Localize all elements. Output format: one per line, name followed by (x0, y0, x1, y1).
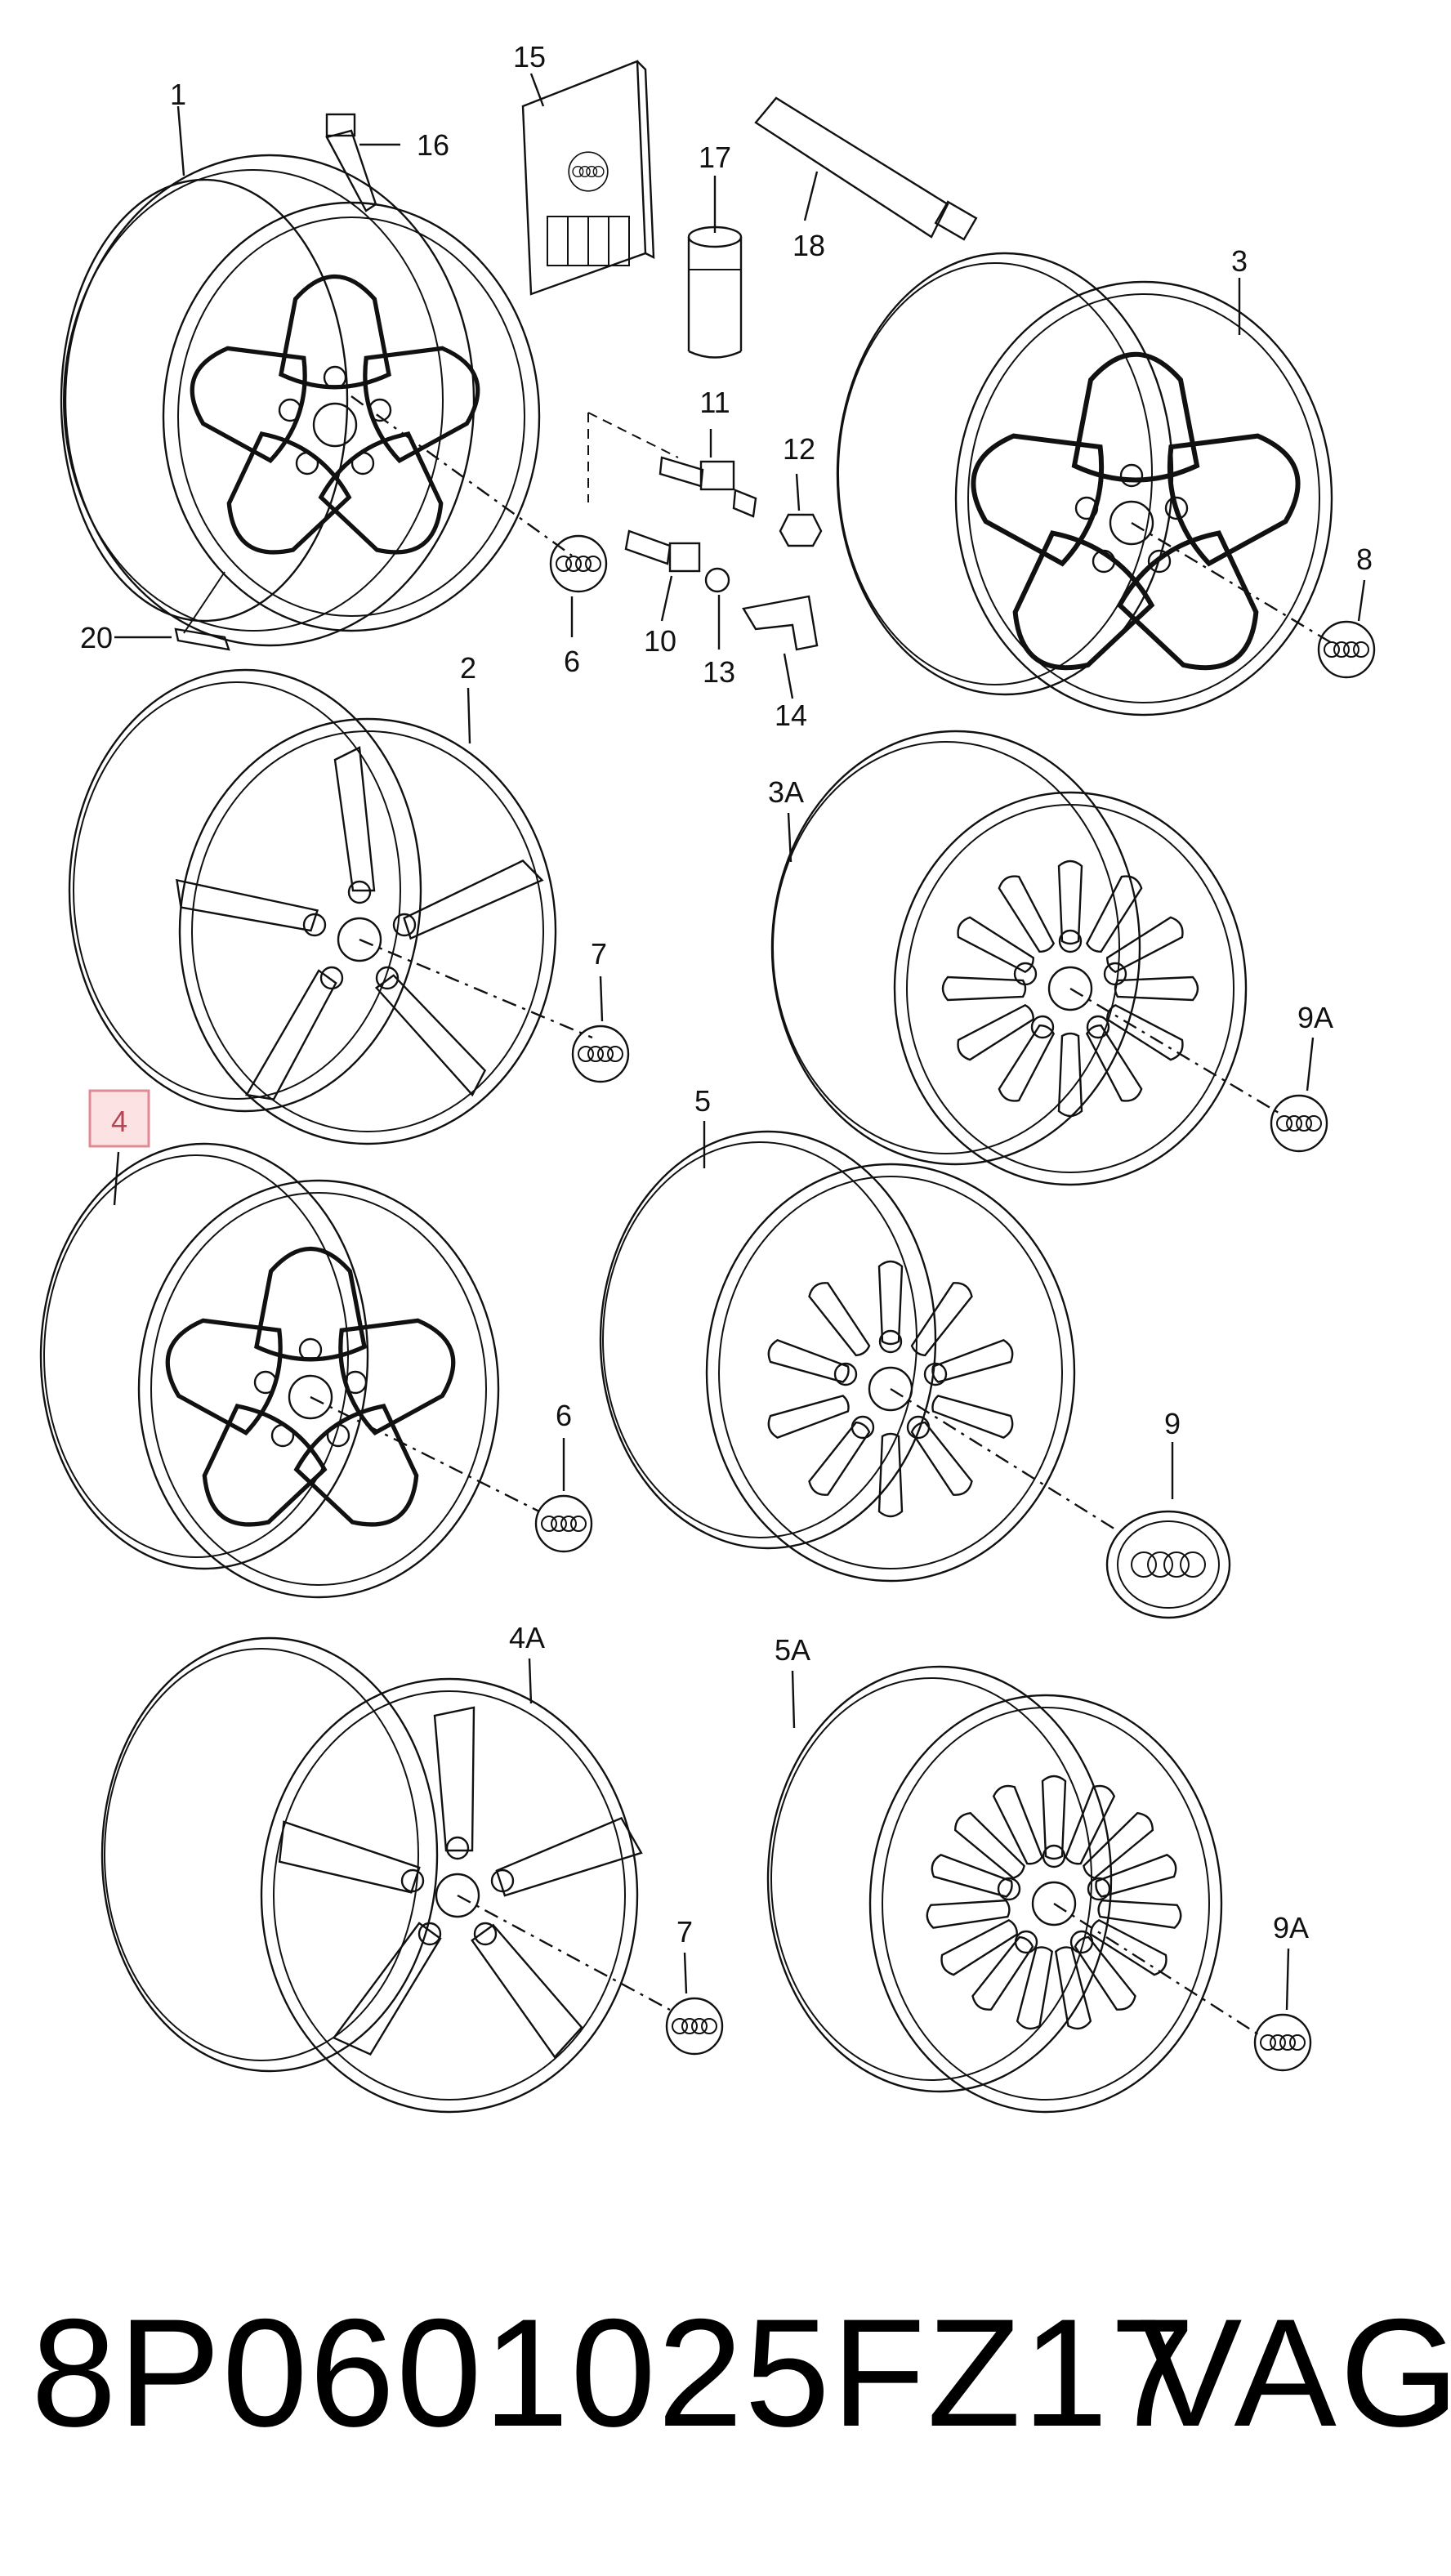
part-number-text: 8P0601025FZ17 (31, 2287, 1197, 2458)
callout-3a: 3A (768, 775, 804, 809)
callout-14: 14 (775, 699, 807, 732)
wheel-2 (68, 668, 630, 1145)
callout-2: 2 (460, 651, 476, 685)
callout-15: 15 (513, 40, 546, 74)
wheel-3 (836, 252, 1376, 717)
callout-18: 18 (792, 229, 825, 262)
callout-13: 13 (703, 655, 735, 689)
wheel-1 (60, 113, 608, 651)
part-15-box (521, 60, 655, 296)
callout-11: 11 (699, 386, 730, 419)
callout-5a: 5A (775, 1633, 810, 1667)
callout-5: 5 (694, 1084, 711, 1118)
wheel-5a (766, 1665, 1312, 2114)
callout-7: 7 (591, 937, 607, 971)
wheel-5 (599, 1130, 1231, 1619)
callout-9a: 9A (1297, 1001, 1333, 1034)
callout-16: 16 (417, 128, 449, 162)
leader-lines (113, 73, 1366, 2011)
callout-10: 10 (644, 624, 676, 658)
callout-17: 17 (699, 141, 731, 174)
part-17-can (687, 225, 743, 359)
callout-4[interactable]: 4 (111, 1105, 127, 1138)
callout-9: 9 (1164, 1407, 1181, 1440)
callout-1: 1 (170, 78, 186, 111)
wheel-4a (100, 1636, 724, 2114)
callout-12: 12 (783, 432, 815, 466)
callout-3: 3 (1231, 244, 1248, 278)
callout-20: 20 (80, 621, 113, 654)
callout-6: 6 (556, 1399, 572, 1432)
part-18-tube (754, 96, 978, 241)
callout-4a: 4A (509, 1621, 545, 1654)
callout-7: 7 (676, 1915, 693, 1949)
callout-6: 6 (564, 645, 580, 678)
wheel-3a (770, 730, 1328, 1186)
callout-9a: 9A (1273, 1911, 1309, 1944)
wheel-4[interactable] (39, 1142, 593, 1599)
highlight-box (88, 1089, 150, 1148)
parts-10-14 (587, 412, 823, 651)
callout-8: 8 (1356, 542, 1373, 576)
brand-text: VAG (1140, 2287, 1451, 2458)
